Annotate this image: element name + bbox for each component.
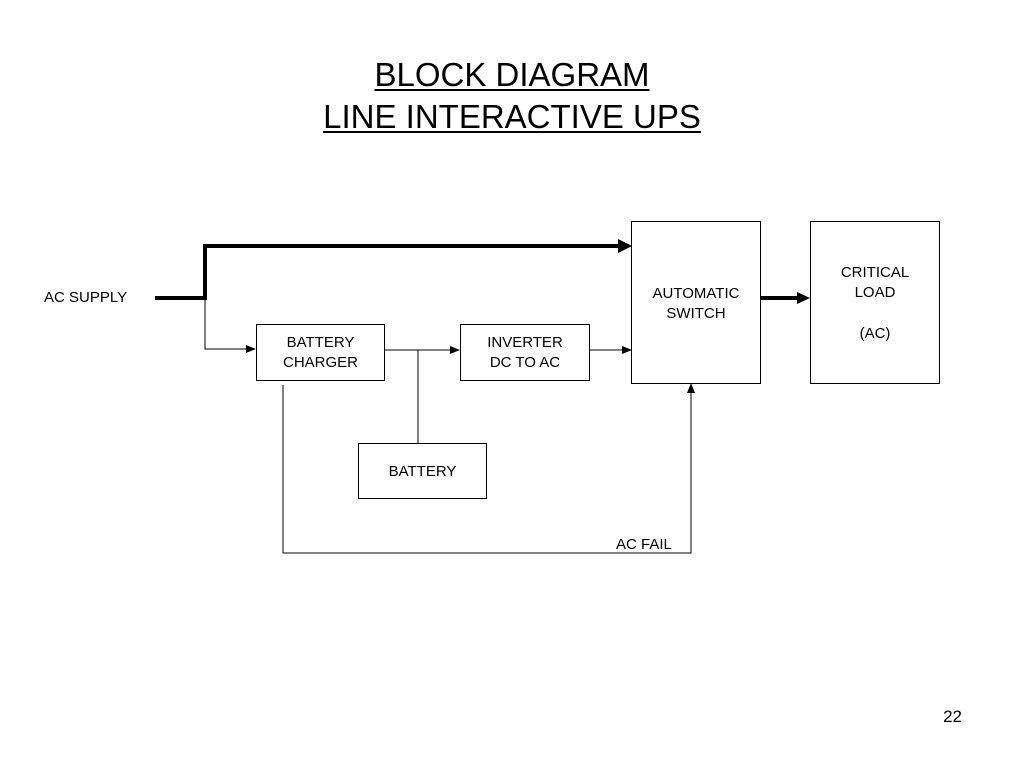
inverter-label-1: INVERTER — [487, 334, 563, 351]
title-line-1: BLOCK DIAGRAM — [374, 56, 650, 93]
critical-load-label-2: LOAD — [854, 284, 896, 301]
automatic-switch-label-2: SWITCH — [666, 305, 726, 322]
battery-charger-label-2: CHARGER — [282, 354, 358, 371]
ac-supply-label: AC SUPPLY — [44, 289, 128, 306]
title-line-2: LINE INTERACTIVE UPS — [323, 98, 701, 135]
battery-charger-block: BATTERY CHARGER — [256, 324, 385, 381]
critical-load-label-3: (AC) — [859, 325, 891, 342]
ac-fail-label: AC FAIL — [616, 536, 672, 553]
bypass-path — [155, 244, 620, 300]
battery-label: BATTERY — [388, 463, 457, 480]
inverter-block: INVERTER DC TO AC — [460, 324, 590, 381]
inverter-label-2: DC TO AC — [489, 354, 561, 371]
switch-to-load-arrowhead — [797, 292, 810, 304]
automatic-switch-label-1: AUTOMATIC — [652, 285, 740, 302]
supply-to-charger-line — [204, 298, 256, 353]
automatic-switch-block: AUTOMATIC SWITCH — [631, 221, 761, 384]
critical-load-block: CRITICAL LOAD (AC) — [810, 221, 940, 384]
battery-block: BATTERY — [358, 443, 487, 499]
bypass-arrowhead — [618, 239, 632, 253]
critical-load-label-1: CRITICAL — [840, 264, 910, 281]
ac-fail-signal-line — [282, 383, 695, 554]
battery-charger-label-1: BATTERY — [286, 334, 355, 351]
page-number: 22 — [943, 707, 962, 726]
